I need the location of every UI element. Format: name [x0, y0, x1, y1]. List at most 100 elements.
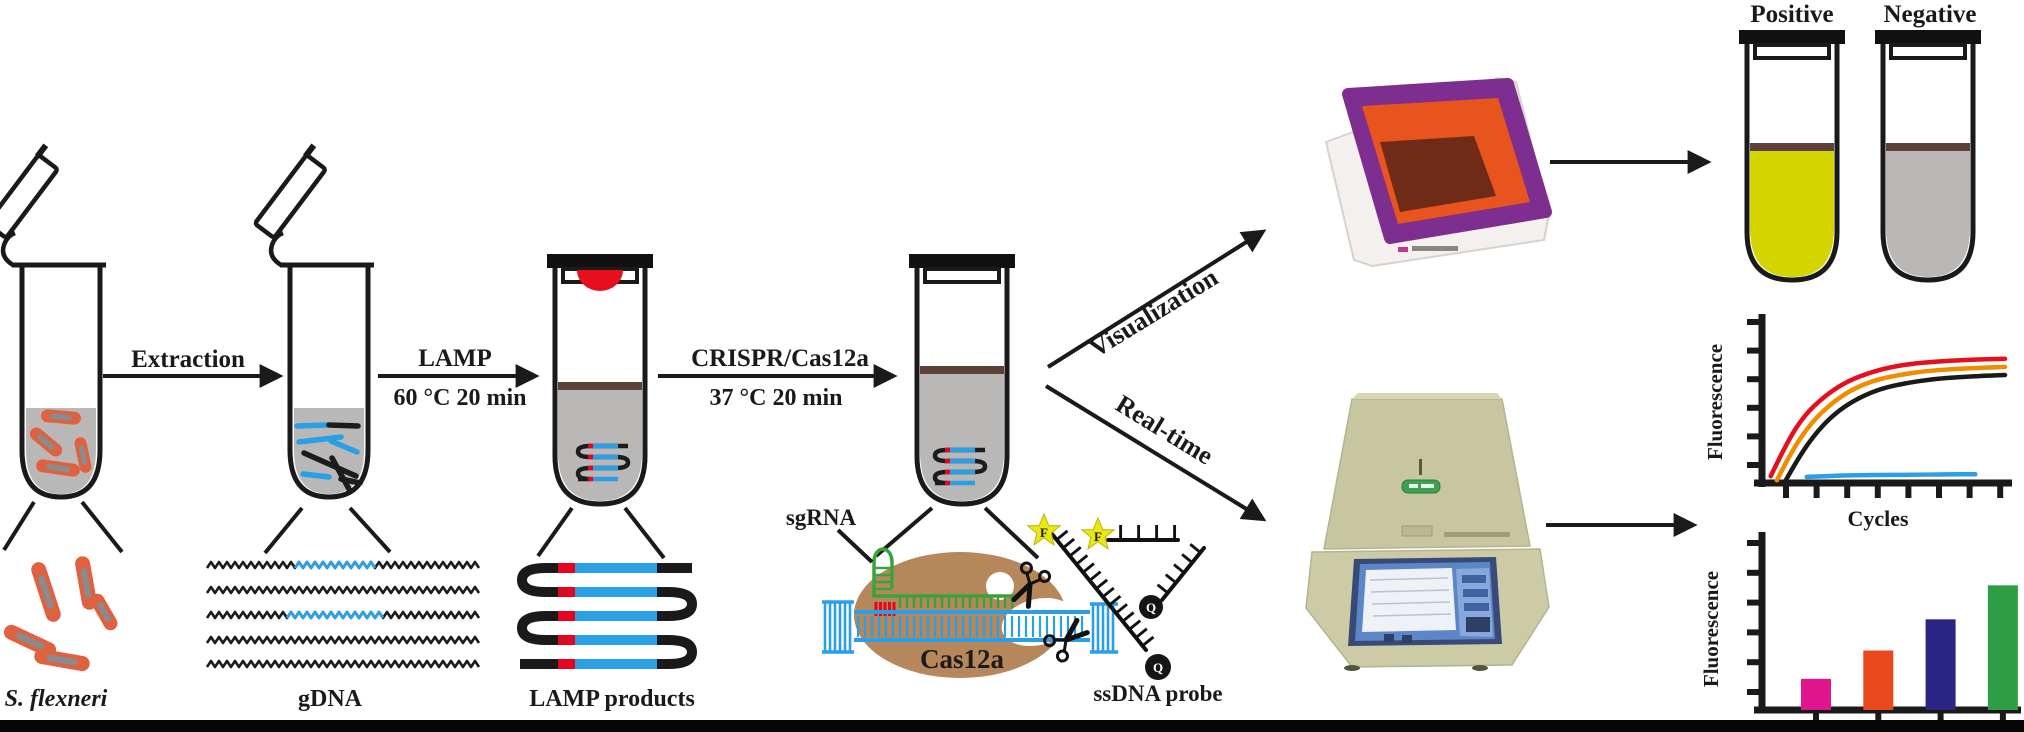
pcr-screen-button — [1464, 603, 1489, 611]
magnify-line — [983, 506, 1040, 560]
cas12a-pocket — [986, 572, 1014, 600]
fluorophore-letter: F — [1040, 525, 1048, 540]
negative-label: Negative — [1883, 1, 1976, 28]
visualization-arrow — [1046, 229, 1267, 369]
sample-label: S. flexneri — [5, 686, 108, 712]
sample-tube — [0, 145, 106, 497]
gdna-label: gDNA — [298, 686, 363, 712]
bacteria-in-tube — [29, 409, 92, 477]
dna-fragment — [329, 455, 352, 492]
positive-label: Positive — [1750, 1, 1833, 28]
sgrna-pointer-line — [836, 528, 874, 564]
transilluminator-branding-mark — [1412, 246, 1458, 251]
sgrna-hairpin — [872, 547, 894, 563]
transilluminator-device — [1324, 76, 1552, 268]
ssdna-probe-cleaved — [1050, 532, 1148, 652]
quencher-letter: Q — [1146, 600, 1156, 615]
figure-bottom-border — [0, 720, 2024, 732]
pcr-screen-icon — [1402, 635, 1412, 643]
positive-tube — [1739, 30, 1845, 280]
pcr-screen-lines — [1369, 577, 1452, 617]
bar-sample-4 — [1987, 585, 2018, 710]
bacterium-stripe — [45, 463, 71, 473]
pcr-screen-button — [1462, 575, 1486, 583]
pcr-screen-icon — [1384, 634, 1394, 642]
crispr-condition-label: 37 °C 20 min — [710, 385, 843, 411]
bar-sample-1 — [1801, 678, 1831, 710]
sgrna-label: sgRNA — [786, 505, 857, 530]
bar-chart-ylabel: Fluorescence — [1699, 571, 1723, 687]
pcr-screen-button — [1463, 589, 1488, 597]
pcr-foot — [1344, 665, 1360, 671]
ssdna-probe-label: ssDNA probe — [1093, 681, 1222, 706]
ssdna-probe-q-end — [1160, 546, 1206, 602]
pcr-logo-mark — [1421, 484, 1434, 488]
bacterium-stripe — [78, 445, 88, 465]
bar-sample-2 — [1863, 650, 1894, 710]
series-amplification-black — [1782, 372, 2008, 486]
meniscus — [920, 366, 1004, 374]
magnify-line — [2, 500, 36, 552]
bacterium-stripe — [37, 434, 55, 450]
extraction-arrow-label: Extraction — [131, 346, 245, 373]
magnify-line — [536, 506, 574, 558]
axis-ticks — [1747, 319, 2004, 498]
meniscus — [1886, 143, 1970, 151]
quencher-letter: Q — [1153, 660, 1163, 675]
series-amplification-red — [1768, 356, 2008, 479]
realtime-fluorescence-chart: Fluorescence Cycles — [1703, 314, 2012, 531]
bacterium-stripe — [46, 654, 78, 666]
dna-fragment — [294, 422, 330, 429]
series-amplification-orange — [1774, 364, 2008, 483]
transilluminator-viewing-area — [1380, 136, 1496, 212]
gdna-strand — [205, 659, 481, 669]
negative-tube — [1875, 30, 1981, 280]
dna-fragment — [326, 422, 361, 429]
ssdna-probes — [1050, 525, 1206, 652]
gdna-target-segment — [293, 560, 377, 570]
crispr-arrow-label: CRISPR/Cas12a — [691, 345, 869, 372]
meniscus — [1750, 143, 1834, 151]
magnify-line — [80, 500, 124, 554]
dna-fragments-in-tube — [294, 422, 363, 492]
axis-ticks — [1747, 540, 2006, 724]
bar-sample-3 — [1925, 619, 1956, 710]
cas12a-label: Cas12a — [920, 644, 1005, 674]
bacterium-stripe — [80, 568, 92, 598]
pcr-lid-mark — [1419, 459, 1422, 475]
dna-fragment — [328, 438, 360, 455]
dna-fragment — [296, 434, 344, 445]
pcr-screen-button — [1466, 617, 1490, 632]
line-chart-ylabel: Fluorescence — [1703, 344, 1727, 460]
gdna-strand — [205, 585, 481, 595]
magnify-line — [263, 506, 304, 555]
gdna-strands — [205, 560, 481, 669]
lamp-condition-label: 60 °C 20 min — [394, 385, 527, 411]
serpentine-blue-segments — [574, 563, 657, 669]
magnify-line — [348, 506, 392, 554]
lamp-products-structure — [517, 563, 697, 669]
realtime-arrow — [1044, 384, 1267, 522]
dna-fragment — [301, 450, 359, 479]
bacterium-stripe — [49, 413, 73, 421]
bacterium-stripe — [15, 632, 45, 650]
fluorophore-letter: F — [1094, 529, 1102, 544]
bacterium-stripe — [96, 601, 112, 623]
negative-liquid — [1886, 151, 1970, 277]
dna-fragment — [300, 471, 332, 480]
bacteria-cluster — [3, 556, 118, 672]
crispr-tube — [909, 254, 1015, 504]
quencher-dot-icon — [1139, 595, 1163, 619]
meniscus — [558, 382, 642, 390]
lamp-products-label: LAMP products — [529, 686, 695, 712]
chart-series — [1768, 356, 2008, 486]
realtime-pcr-device — [1305, 393, 1550, 671]
gdna-strand — [205, 635, 481, 645]
pcr-logo-mark — [1409, 484, 1418, 488]
cap-red-dome — [577, 270, 623, 291]
quencher-dot-icon — [1145, 654, 1171, 680]
cas12a-complex: Cas12a — [822, 547, 1118, 678]
series-negative-blue — [1804, 471, 1978, 480]
